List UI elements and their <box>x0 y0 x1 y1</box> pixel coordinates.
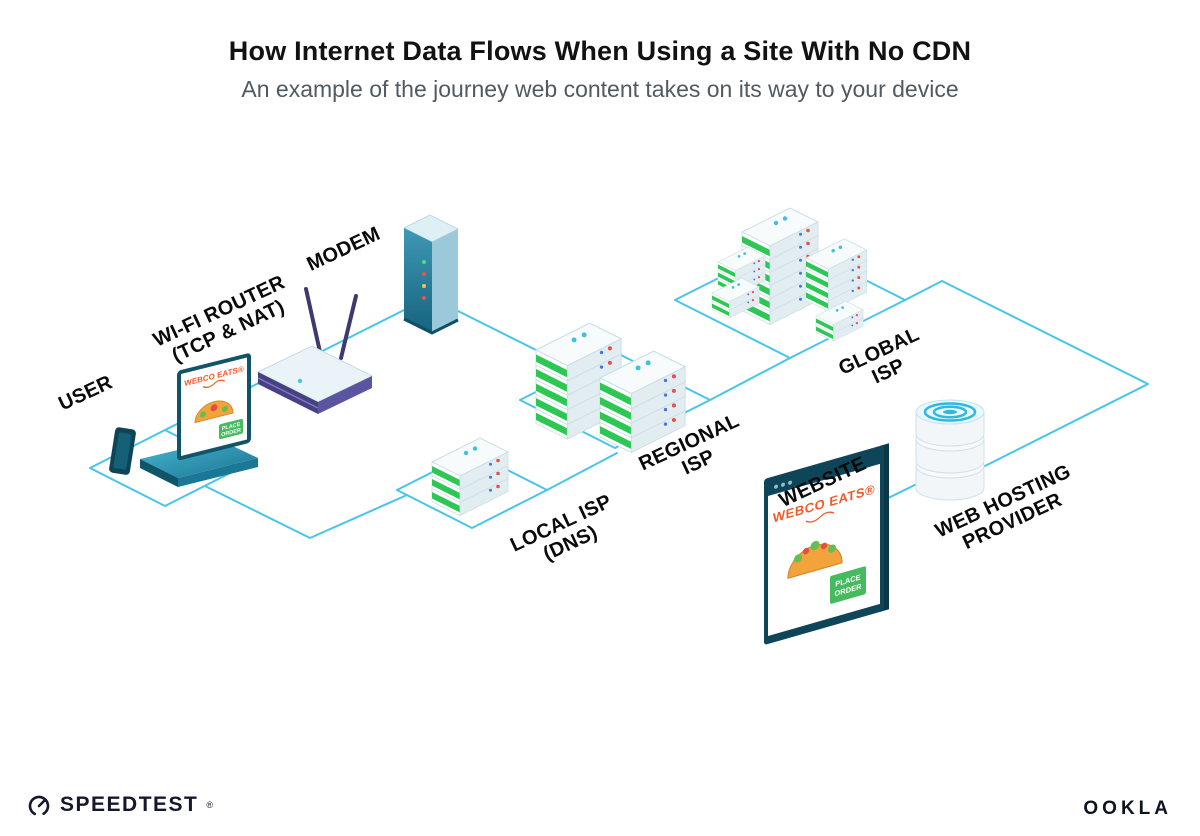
modem-illustration <box>402 214 460 335</box>
laptop-order-button <box>219 418 243 440</box>
router-antenna <box>339 294 358 360</box>
speedtest-trademark: ® <box>206 800 214 810</box>
router-antenna <box>304 287 322 354</box>
speedtest-logo: SPEEDTEST ® <box>26 792 213 818</box>
global-isp-servers <box>711 207 868 342</box>
browser-dot <box>774 484 778 489</box>
line-user-local <box>204 485 408 539</box>
speedtest-gauge-icon <box>28 795 50 817</box>
page-title: How Internet Data Flows When Using a Sit… <box>228 36 972 66</box>
laptop-order-button-label: ORDER <box>221 428 241 439</box>
modem-led <box>422 296 426 300</box>
line-regional-global <box>709 357 791 401</box>
regional-isp-servers <box>535 322 686 454</box>
ookla-wordmark: OOKLA <box>1083 798 1172 819</box>
place-order-button <box>830 566 866 604</box>
laptop-order-button-label: PLACE <box>222 422 241 433</box>
speedtest-wordmark: SPEEDTEST <box>60 793 199 816</box>
wifi-router-illustration <box>256 287 374 414</box>
website-window: WEBCO EATS® PLACE ORDER <box>764 443 889 645</box>
modem-led <box>422 284 426 288</box>
line-global-hosting <box>904 280 1149 472</box>
user-laptop-illustration: WEBCO EATS® PLACE ORDER <box>109 353 258 487</box>
page-subtitle: An example of the journey web content ta… <box>241 76 959 102</box>
browser-dot <box>781 482 785 487</box>
laptop-base <box>140 440 258 478</box>
taco-illustration-small <box>194 400 234 424</box>
modem-led <box>422 272 426 276</box>
hosting-database-illustration <box>915 399 985 501</box>
browser-dot <box>788 480 792 485</box>
local-isp-servers <box>431 437 509 516</box>
modem-led <box>422 260 426 264</box>
laptop-screen: WEBCO EATS® PLACE ORDER <box>177 353 251 461</box>
line-local-regional <box>546 452 618 491</box>
taco-illustration <box>787 540 843 580</box>
router-led <box>297 378 303 384</box>
